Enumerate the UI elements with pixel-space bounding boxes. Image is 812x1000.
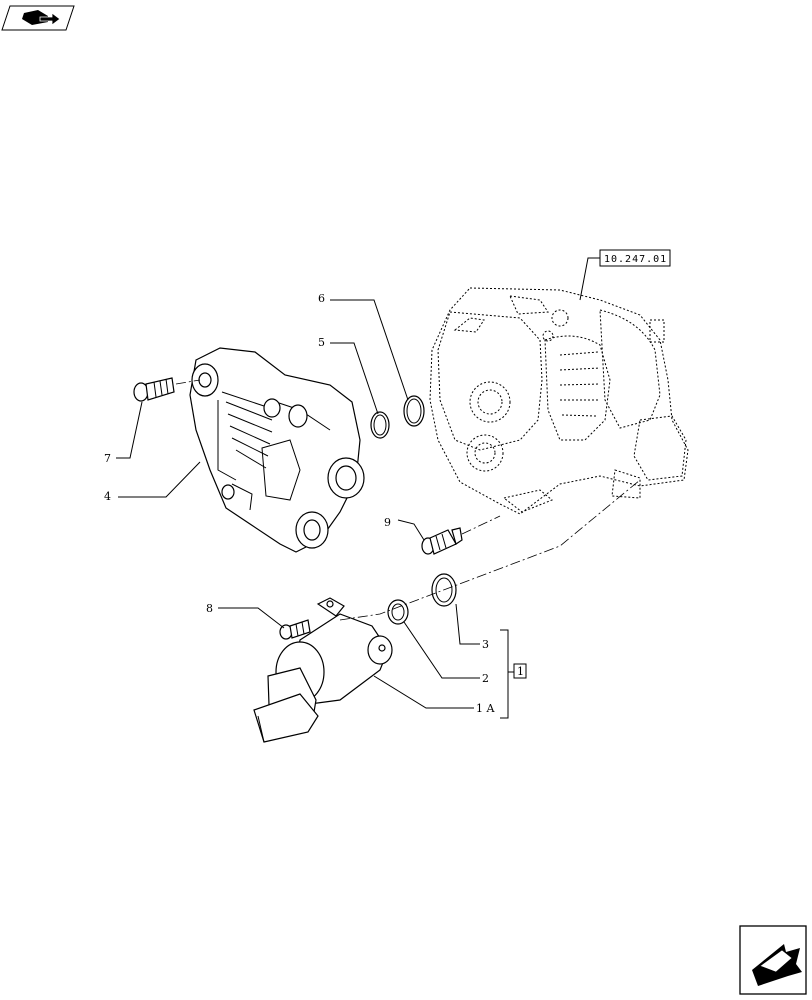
- o-ring-6: [403, 395, 425, 427]
- callout-5: 5: [318, 336, 325, 349]
- pump-head-block: [189, 347, 365, 553]
- pump-reference-outline: [429, 287, 689, 515]
- assembly-axis: [339, 479, 641, 621]
- screw-8: [279, 619, 311, 640]
- reference-text: 10.247.01: [604, 254, 667, 265]
- book-nav-icon[interactable]: [1, 5, 75, 31]
- reference-label[interactable]: 10.247.01: [579, 249, 671, 301]
- callout-7: 7: [104, 452, 111, 465]
- callout-6: 6: [318, 292, 325, 305]
- leader-lines: [116, 299, 509, 719]
- screw-7: [133, 377, 201, 402]
- fitting-9: [421, 527, 463, 555]
- callout-9: 9: [384, 516, 391, 529]
- callout-4: 4: [104, 490, 111, 503]
- callout-1: 1: [517, 665, 524, 678]
- assembly-box-1[interactable]: 1: [508, 663, 527, 679]
- o-ring-5: [370, 411, 390, 439]
- next-page-arrow-icon[interactable]: [739, 925, 807, 995]
- solenoid-valve-1a: [253, 597, 393, 743]
- o-ring-2: [387, 599, 409, 625]
- callout-3: 3: [482, 638, 489, 651]
- callout-1a: 1 A: [476, 702, 495, 715]
- callout-2: 2: [482, 672, 489, 685]
- callout-8: 8: [206, 602, 213, 615]
- callout-labels: 6 5 7 4 8 9 3 2 1 A: [104, 292, 495, 715]
